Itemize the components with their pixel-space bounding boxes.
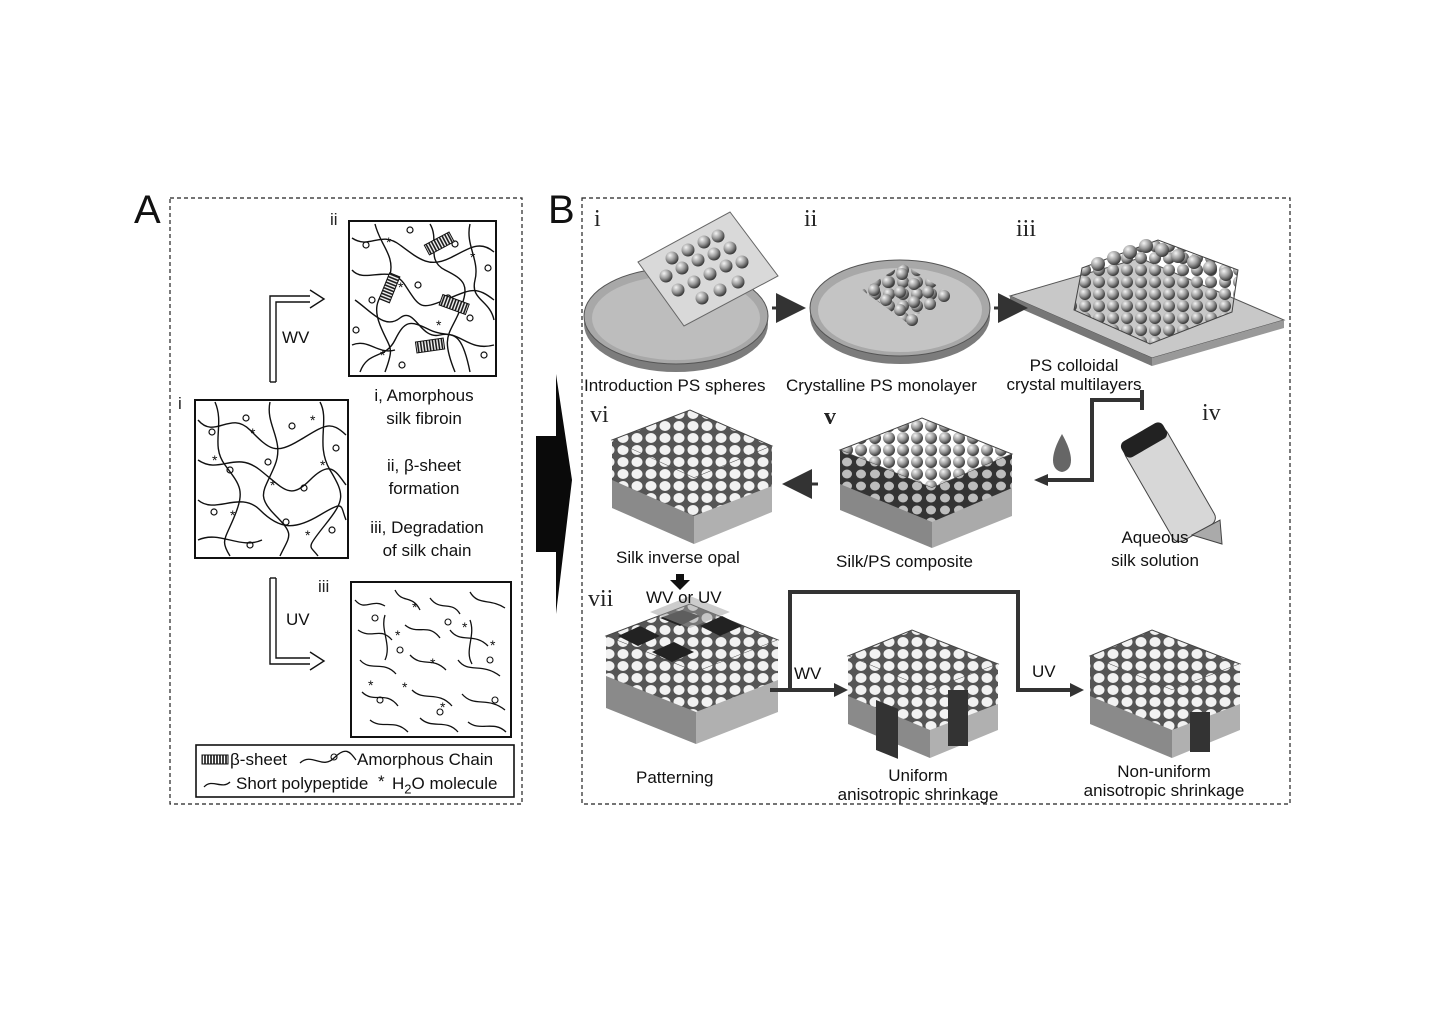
arrow-vi-vii — [670, 574, 690, 590]
svg-text:*: * — [490, 637, 496, 653]
caption-step-vi: Silk inverse opal — [616, 548, 740, 567]
caption-step-i: Introduction PS spheres — [584, 376, 766, 395]
branch-wv-label: WV — [794, 664, 822, 683]
step-i-dish — [583, 211, 779, 372]
uv-label-a: UV — [286, 610, 310, 629]
svg-text:*: * — [320, 457, 326, 473]
svg-text:*: * — [250, 425, 256, 441]
step-i-num: i — [594, 206, 601, 232]
svg-text:*: * — [398, 279, 404, 295]
svg-text:*: * — [470, 249, 476, 265]
nonuniform-shrinkage-cube — [1088, 629, 1242, 758]
step-vi-inverse-opal — [610, 409, 774, 544]
step-vii-patterning — [604, 596, 780, 744]
legend-box — [195, 744, 515, 798]
wv-or-uv-label: WV or UV — [646, 588, 722, 607]
branch-uv-label: UV — [1032, 662, 1056, 681]
caption-step-ii: Crystalline PS monolayer — [786, 376, 977, 395]
big-arrow — [536, 374, 572, 614]
connector-iii-v — [1048, 390, 1144, 482]
step-vii-num: vii — [588, 586, 614, 612]
svg-text:*: * — [305, 527, 311, 543]
box-iii-degradation: * * * * * * * * — [350, 581, 512, 738]
panel-a-letter: A — [134, 188, 161, 232]
svg-text:*: * — [368, 677, 374, 693]
box-i-amorphous: * * * * * * * — [194, 399, 349, 559]
step-v-num: v — [824, 404, 836, 430]
svg-text:*: * — [270, 477, 276, 493]
state-i-label: i — [178, 394, 182, 413]
svg-text:*: * — [230, 507, 236, 523]
legend-amorphous-chain: Amorphous Chain — [357, 750, 494, 769]
state-iii-label: iii — [318, 577, 330, 596]
svg-text:*: * — [386, 234, 392, 250]
step-vi-num: vi — [590, 402, 609, 428]
legend-beta-sheet: β-sheet — [230, 750, 288, 769]
step-v-composite — [838, 417, 1014, 548]
state-ii-label: ii — [330, 210, 338, 229]
step-ii-dish — [809, 259, 991, 364]
panel-a-frame — [169, 197, 523, 805]
caption-step-v: Silk/PS composite — [836, 552, 973, 571]
branch-connectors — [770, 590, 1070, 692]
step-iv-num: iv — [1202, 400, 1221, 426]
uniform-shrinkage-cube — [846, 629, 1000, 759]
legend-h2o: H2O molecule — [392, 774, 498, 797]
svg-text:*: * — [436, 317, 442, 333]
legend-short-polypeptide: Short polypeptide — [236, 774, 369, 793]
box-ii-beta-sheet: * * * * * — [348, 220, 497, 377]
droplet-icon — [1053, 434, 1071, 472]
test-tube-icon — [1120, 422, 1223, 545]
svg-text:*: * — [430, 655, 436, 671]
uv-arrow-a — [269, 577, 326, 671]
legend-star: * — [378, 772, 385, 791]
caption-step-vii: Patterning — [636, 768, 714, 787]
svg-text:*: * — [462, 619, 468, 635]
svg-text:*: * — [412, 599, 418, 615]
step-iii-multilayer — [1008, 239, 1286, 366]
panel-b-letter: B — [548, 188, 575, 232]
svg-text:*: * — [440, 699, 446, 715]
panel-b-frame — [581, 197, 1291, 805]
svg-text:*: * — [380, 347, 386, 363]
wv-arrow-a — [269, 289, 326, 383]
step-iii-num: iii — [1016, 216, 1037, 242]
svg-text:*: * — [402, 679, 408, 695]
svg-text:*: * — [310, 412, 316, 428]
svg-text:*: * — [395, 627, 401, 643]
step-ii-num: ii — [804, 206, 818, 232]
wv-label-a: WV — [282, 328, 310, 347]
svg-text:*: * — [212, 452, 218, 468]
